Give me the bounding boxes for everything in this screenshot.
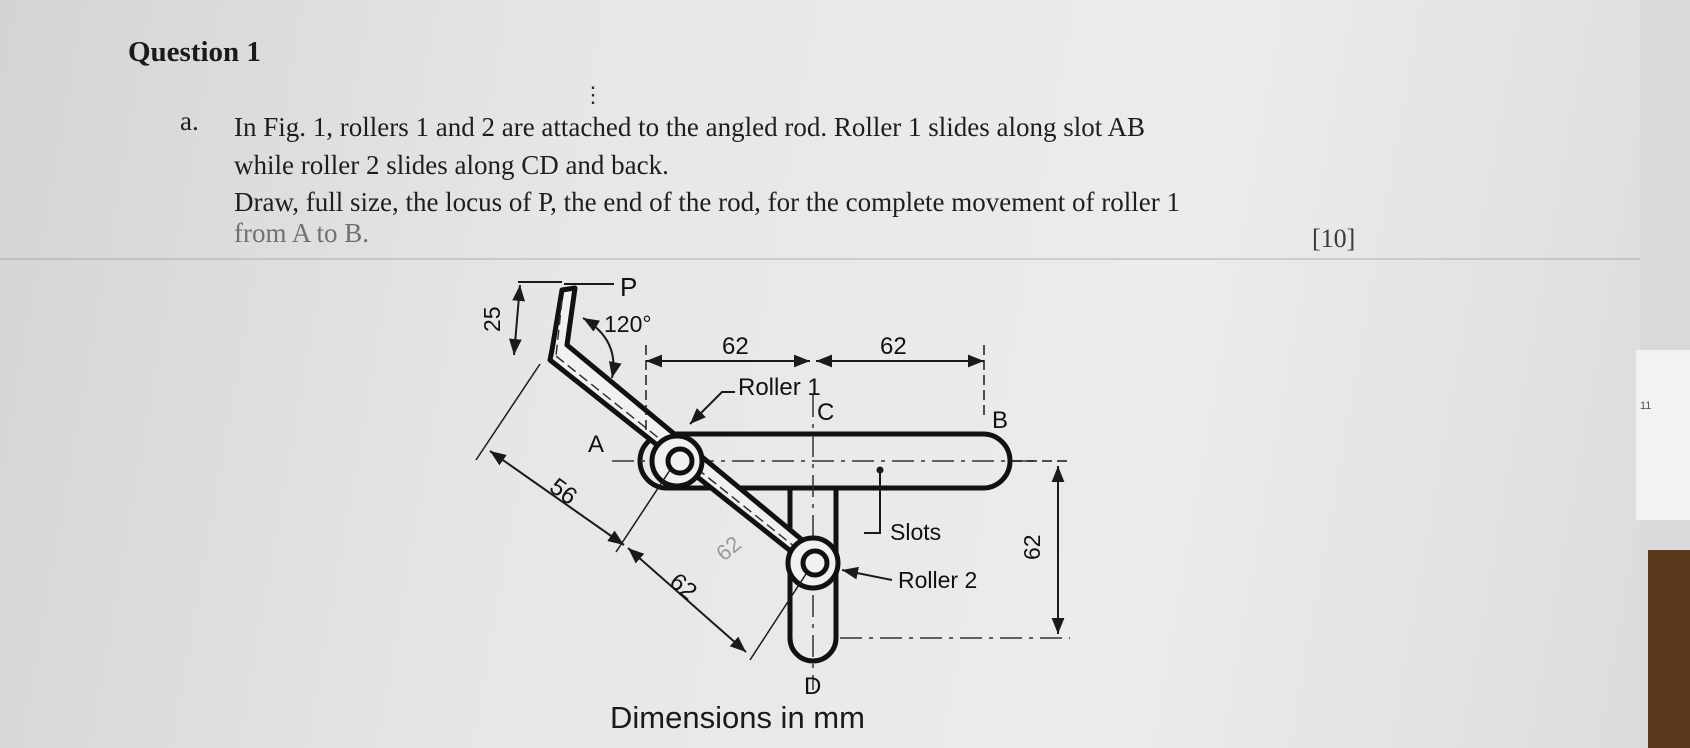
angle-arc [582,317,622,379]
angled-rod [547,285,827,571]
dim-ext-p [475,363,541,461]
table-edge [1648,550,1690,748]
label-b: B [992,407,1008,434]
label-roller-1: Roller 1 [738,374,821,401]
label-dim-62-rod: 62 [664,568,702,606]
question-line-4: from A to B. [234,218,370,248]
dim-56-line [489,450,625,546]
dim-ext-roller1 [615,469,671,553]
label-dim-62-right: 62 [880,333,907,360]
roller-1-pin [665,446,695,476]
question-title: Question 1 [128,36,261,68]
label-dim-56: 56 [544,473,581,511]
paper-sheet [0,0,1640,748]
roller1-leader [689,391,735,425]
dim-62-rod-line [627,547,747,653]
rod-centerline [555,299,563,357]
label-d: D [804,673,821,700]
label-dim-62-left: 62 [722,333,749,360]
label-a: A [588,431,604,458]
paper-fold-line [0,258,1640,260]
pencil-mark: ⋮ [582,82,604,107]
slot-cd [787,488,839,664]
slots-leader [864,472,881,534]
marks-allocation: [10] [1312,224,1356,253]
ruler [1636,350,1690,520]
dim-25-line [508,284,526,356]
dim-ext-roller2 [749,573,807,661]
slots-leader-dot [876,466,884,474]
question-line-1: In Fig. 1, rollers 1 and 2 are attached … [234,112,1146,142]
figure-caption: Dimensions in mm [610,700,865,735]
question-line-3: Draw, full size, the locus of P, the end… [234,187,1180,217]
label-c: C [817,399,834,426]
roller-2-pin [800,548,830,578]
roller2-leader [841,566,893,581]
part-label: a. [180,106,199,136]
label-angle: 120° [604,311,652,337]
label-dim-62-vertical: 62 [1019,534,1045,560]
question-line-2: while roller 2 slides along CD and back. [234,150,669,180]
label-dim-25: 25 [479,306,505,332]
label-p: P [620,272,637,302]
ruler-number: 11 [1640,400,1652,412]
slot-ab [637,431,1013,491]
label-roller-2: Roller 2 [898,567,977,593]
label-pencil-62: 62 [711,531,746,566]
label-slots: Slots [890,519,941,545]
